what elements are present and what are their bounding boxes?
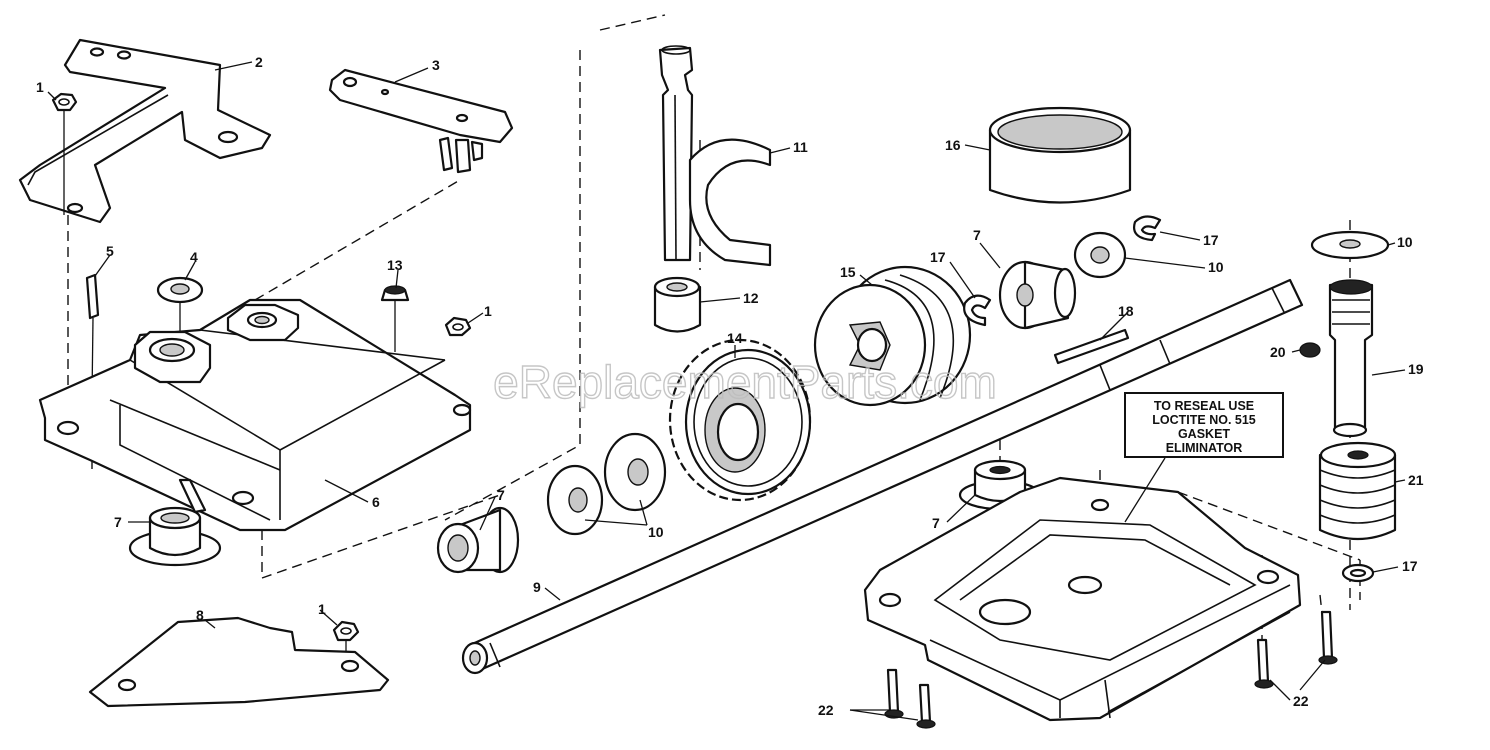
callout-2: 2	[255, 54, 263, 70]
callout-16: 16	[945, 137, 961, 153]
part-4-washer	[156, 276, 204, 345]
part-15-clutch	[813, 265, 972, 407]
callout-10a: 10	[648, 524, 664, 540]
part-9-shaft	[461, 278, 1304, 675]
part-22-screw-b	[916, 683, 936, 729]
callout-7d: 7	[932, 515, 940, 531]
part-7-bushing-lower-right	[958, 459, 1042, 511]
part-7-bushing-center	[436, 506, 520, 574]
note-line-3: GASKET	[1178, 427, 1230, 441]
part-13-plug	[380, 285, 410, 352]
part-3-shift-arm	[328, 68, 514, 174]
part-10-washer-a	[546, 464, 604, 536]
callout-6: 6	[372, 494, 380, 510]
part-17-ring-b	[1133, 215, 1162, 242]
watermark: eReplacementParts.com	[493, 356, 997, 408]
part-22-screw-a	[884, 668, 904, 719]
part-10-washer-far-right	[1310, 230, 1390, 260]
callout-5: 5	[106, 243, 114, 259]
part-7-bushing-right	[998, 260, 1077, 330]
part-17-ring-c	[1341, 563, 1375, 583]
callout-9: 9	[533, 579, 541, 595]
callout-1b: 1	[484, 303, 492, 319]
callout-12: 12	[743, 290, 759, 306]
part-2-bracket	[18, 38, 272, 224]
part-21-worm-gear	[1318, 441, 1397, 540]
callout-17b: 17	[1203, 232, 1219, 248]
callout-7a: 7	[114, 514, 122, 530]
callout-3: 3	[432, 57, 440, 73]
callout-15: 15	[840, 264, 856, 280]
part-19-worm-shaft	[1328, 279, 1374, 438]
part-16-sleeve	[988, 106, 1132, 204]
part-1-nut-right	[444, 316, 472, 337]
part-22-screw-d	[1318, 610, 1338, 665]
callout-10c: 10	[1397, 234, 1413, 250]
callout-20: 20	[1270, 344, 1286, 360]
callout-13: 13	[387, 257, 403, 273]
part-22-screw-c	[1254, 638, 1274, 689]
callout-7b: 7	[497, 487, 505, 503]
callout-18: 18	[1118, 303, 1134, 319]
part-17-ring-a	[963, 294, 992, 327]
note-line-2: LOCTITE NO. 515	[1152, 413, 1256, 427]
leader-lines	[47, 61, 1406, 721]
callout-10b: 10	[1208, 259, 1224, 275]
callout-17a: 17	[930, 249, 946, 265]
part-14-gear	[668, 338, 812, 502]
callout-22b: 22	[1293, 693, 1309, 709]
part-20-plug	[1299, 342, 1321, 358]
part-10-washer-right	[1073, 231, 1127, 279]
callout-21: 21	[1408, 472, 1424, 488]
part-6-upper-housing	[38, 298, 472, 532]
callout-8: 8	[196, 607, 204, 623]
callouts: 1 2 3 4 5 13 1 6 7 8 1 11 12 14 7 10 9 1…	[36, 54, 1424, 718]
part-7-bushing-left	[128, 506, 222, 567]
reseal-note: TO RESEAL USE LOCTITE NO. 515 GASKET ELI…	[1124, 392, 1284, 523]
lower-housing	[863, 476, 1302, 722]
part-8-gasket	[88, 616, 390, 708]
callout-17c: 17	[1402, 558, 1418, 574]
part-1-nut-top	[51, 92, 78, 215]
note-line-1: TO RESEAL USE	[1154, 399, 1254, 413]
part-11-shift-fork	[658, 45, 772, 267]
callout-7c: 7	[973, 227, 981, 243]
callout-11: 11	[793, 139, 808, 155]
note-line-4: ELIMINATOR	[1166, 441, 1243, 455]
callout-1a: 1	[36, 79, 44, 95]
callout-14: 14	[727, 330, 743, 346]
part-10-washer-b	[603, 432, 667, 512]
callout-4: 4	[190, 249, 198, 265]
callout-22a: 22	[818, 702, 834, 718]
part-12-bushing	[653, 276, 702, 333]
callout-19: 19	[1408, 361, 1424, 377]
callout-1c: 1	[318, 601, 326, 617]
